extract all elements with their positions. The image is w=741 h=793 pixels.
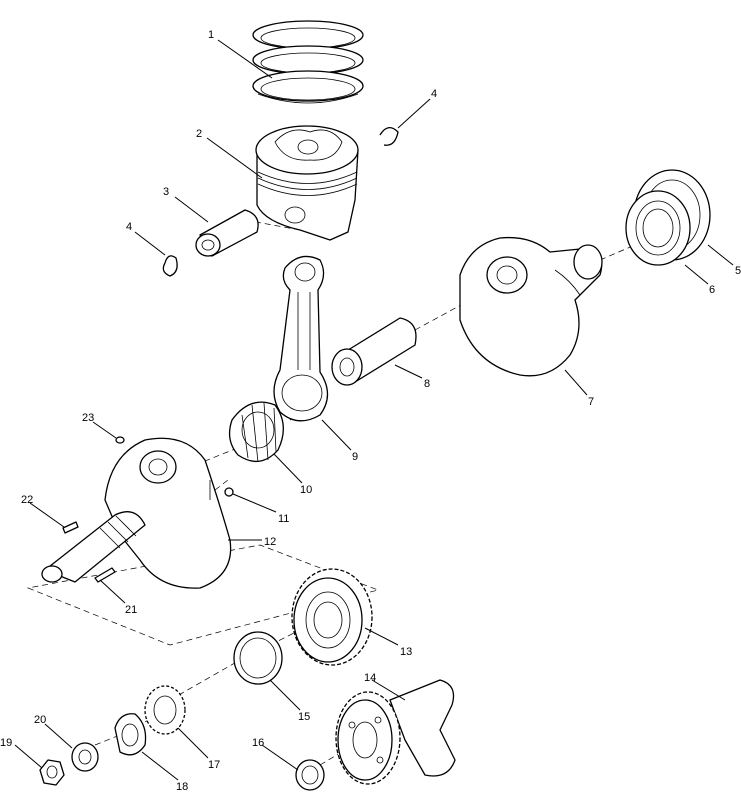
- callout-10: 10: [300, 484, 312, 496]
- callout-8: 8: [424, 378, 430, 390]
- callout-15: 15: [298, 711, 310, 723]
- washer-20: [71, 742, 99, 772]
- piston: [255, 125, 359, 241]
- circlip-lower: [162, 255, 178, 277]
- crankshaft-half-right: [459, 236, 603, 377]
- ball: [224, 487, 234, 497]
- drive-gear: [291, 568, 373, 666]
- crankshaft-half-left: [41, 437, 232, 589]
- woodruff-key-22: [62, 521, 79, 534]
- nut-19: [39, 759, 65, 786]
- callout-1: 1: [208, 29, 214, 41]
- balancer-shaft: [335, 679, 456, 785]
- callout-7: 7: [588, 396, 594, 408]
- callout-12: 12: [264, 536, 276, 548]
- callout-23: 23: [82, 412, 94, 424]
- leader-lines: [14, 39, 734, 781]
- callout-2: 2: [196, 128, 202, 140]
- collar: [114, 713, 147, 756]
- woodruff-key-21: [94, 567, 116, 583]
- connecting-rod: [273, 255, 329, 422]
- callout-14: 14: [364, 672, 376, 684]
- piston-rings: [252, 20, 364, 104]
- callout-20: 20: [34, 714, 46, 726]
- timing-gear: [144, 685, 186, 735]
- callout-11: 11: [278, 513, 289, 525]
- callout-5: 5: [735, 265, 741, 277]
- callout-13: 13: [400, 646, 412, 658]
- thrust-washer: [233, 631, 283, 685]
- circlip-upper: [379, 127, 399, 146]
- callout-18: 18: [176, 781, 188, 793]
- callout-21: 21: [125, 604, 137, 616]
- callout-22: 22: [21, 494, 33, 506]
- needle-bearing: [228, 401, 284, 463]
- dowel-pin-23: [115, 436, 125, 444]
- main-bearing: [625, 169, 711, 266]
- callout-4-lower: 4: [126, 221, 132, 233]
- crank-pin: [331, 317, 417, 386]
- callout-16: 16: [252, 737, 264, 749]
- callout-3: 3: [163, 186, 169, 198]
- callout-19: 19: [0, 737, 12, 749]
- callout-6: 6: [709, 284, 715, 296]
- callout-labels: 1 2 3 4 4 5 6 7 8 9 10 11 12 13 14 15 16…: [0, 29, 741, 793]
- wrist-pin: [195, 209, 259, 257]
- washer-16: [295, 759, 325, 791]
- callout-4-upper: 4: [431, 88, 437, 100]
- callout-9: 9: [352, 451, 358, 463]
- callout-17: 17: [208, 759, 220, 771]
